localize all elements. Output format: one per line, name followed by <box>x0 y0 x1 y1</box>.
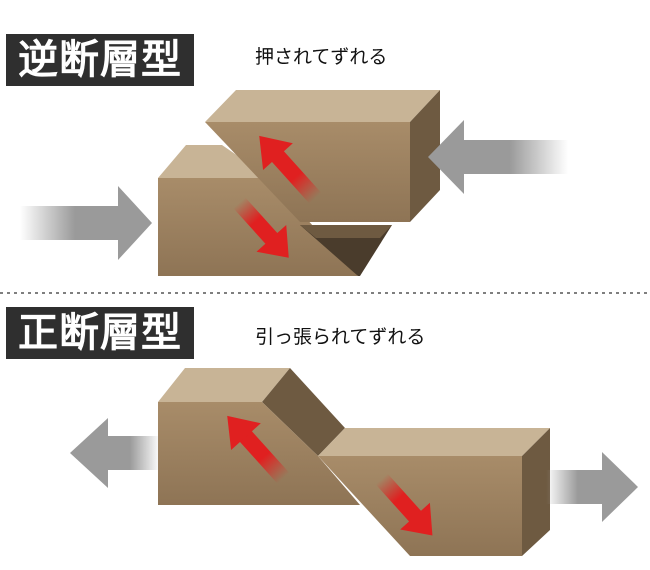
reverse-fault-caption: 押されてずれる <box>255 46 388 68</box>
reverse-fault-title: 逆断層型 <box>6 34 194 86</box>
normal-pull-arrow-right <box>546 452 638 522</box>
reverse-slip-arrow-down <box>233 197 289 258</box>
normal-pull-arrow-left <box>70 418 160 488</box>
normal-fault-caption: 引っ張られてずれる <box>255 326 426 348</box>
normal-footwall-block <box>158 368 360 505</box>
normal-slip-arrow-up <box>227 415 290 484</box>
reverse-hangingwall-block <box>205 90 440 222</box>
normal-slip-arrow-down <box>375 473 433 536</box>
reverse-slip-arrow-up <box>259 135 322 204</box>
reverse-push-arrow-left <box>20 186 152 260</box>
normal-fault-title: 正断層型 <box>6 307 194 359</box>
normal-fault-group <box>70 368 638 556</box>
reverse-fault-group <box>20 90 568 276</box>
reverse-push-arrow-right <box>428 120 568 194</box>
normal-hangingwall-block <box>318 428 550 556</box>
